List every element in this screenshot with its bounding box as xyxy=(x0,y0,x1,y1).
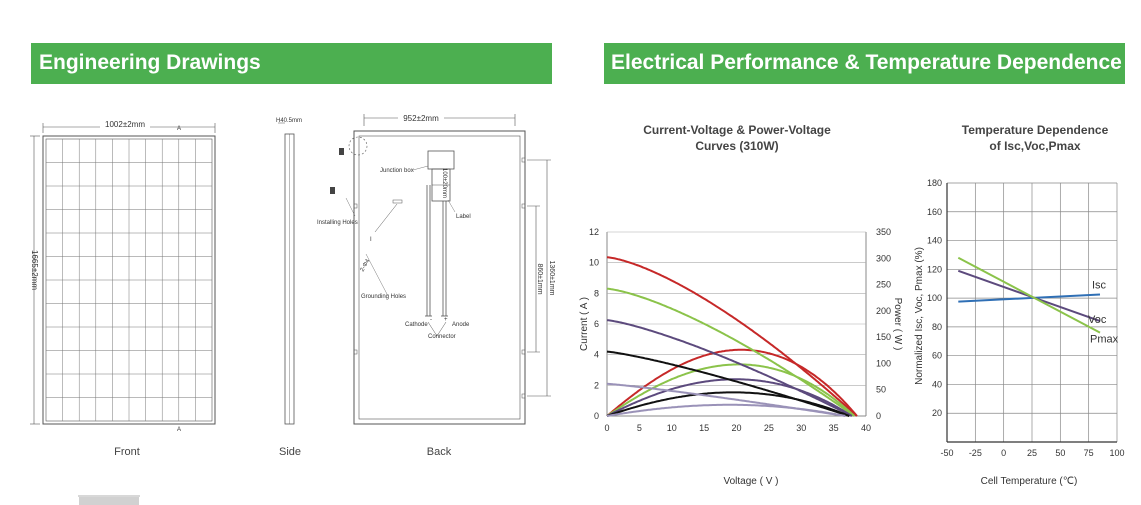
iv-y2-tick-label: 100 xyxy=(876,358,891,368)
plus-sign: + xyxy=(444,317,448,323)
iv-y2-tick-label: 300 xyxy=(876,253,891,263)
iv-y2-tick-label: 150 xyxy=(876,332,891,342)
iv-curve xyxy=(606,287,855,417)
temp-y-tick-label: 80 xyxy=(932,322,942,332)
temp-x-tick-label: 50 xyxy=(1055,448,1065,458)
iv-y-tick-label: 0 xyxy=(594,411,599,421)
iv-chart-y2label: Power ( W ) xyxy=(892,298,903,351)
iv-y-tick-label: 10 xyxy=(589,258,599,268)
iv-y-tick-label: 2 xyxy=(594,380,599,390)
iv-y2-tick-label: 350 xyxy=(876,227,891,237)
iv-x-tick-label: 15 xyxy=(699,423,709,433)
pv-curve xyxy=(606,403,846,417)
side-caption: Side xyxy=(279,446,301,458)
front-section-mark-top: A xyxy=(177,126,181,132)
temperature-dependence-chart: Temperature Dependence of Isc,Voc,Pmax 2… xyxy=(914,123,1125,487)
temp-series-label: Voc xyxy=(1088,314,1107,326)
iv-pv-chart: Current-Voltage & Power-Voltage Curves (… xyxy=(579,123,903,487)
iv-x-tick-label: 25 xyxy=(764,423,774,433)
temp-series-label: Isc xyxy=(1092,280,1107,292)
iv-y-tick-label: 12 xyxy=(589,227,599,237)
hole-diameter-dimension: 2-Φ4 xyxy=(360,258,372,273)
temp-y-tick-label: 180 xyxy=(927,178,942,188)
temp-x-tick-label: 25 xyxy=(1027,448,1037,458)
iv-x-tick-label: 0 xyxy=(604,423,609,433)
temp-y-tick-label: 40 xyxy=(932,379,942,389)
temp-y-tick-label: 140 xyxy=(927,236,942,246)
cathode-label: Cathode xyxy=(405,322,428,328)
iv-y2-tick-label: 50 xyxy=(876,385,886,395)
temp-x-tick-label: 100 xyxy=(1109,448,1124,458)
connector-label: Connector xyxy=(428,334,456,340)
electrical-performance-title: Electrical Performance & Temperature Dep… xyxy=(604,43,1125,84)
iv-y2-tick-label: 200 xyxy=(876,306,891,316)
iv-y-tick-label: 6 xyxy=(594,319,599,329)
detail-mark: I xyxy=(370,237,372,243)
junction-box-dimension: 100±20mm xyxy=(441,168,447,198)
back-inner-hole-dimension: 860±1mm xyxy=(536,263,543,294)
temp-chart-title-line-1: Temperature Dependence xyxy=(962,123,1109,137)
iv-y2-tick-label: 0 xyxy=(876,411,881,421)
engineering-drawings-title: Engineering Drawings xyxy=(31,43,552,84)
back-outer-hole-dimension: 1360±1mm xyxy=(548,261,555,296)
barcode-graphic xyxy=(78,495,140,505)
pv-curve xyxy=(606,348,858,417)
iv-x-tick-label: 40 xyxy=(861,423,871,433)
temp-y-tick-label: 120 xyxy=(927,264,942,274)
front-section-mark-bottom: A xyxy=(177,427,181,433)
front-width-dimension: 1002±2mm xyxy=(105,120,145,129)
front-height-dimension: 1665±2mm xyxy=(30,250,39,290)
iv-x-tick-label: 20 xyxy=(731,423,741,433)
side-thickness-dimension: H40.5mm xyxy=(276,118,302,124)
temp-y-tick-label: 20 xyxy=(932,408,942,418)
iv-y-tick-label: 8 xyxy=(594,288,599,298)
back-caption: Back xyxy=(427,446,452,458)
temp-chart-xlabel: Cell Temperature (℃) xyxy=(981,476,1078,487)
minus-sign: - xyxy=(430,317,432,323)
iv-x-tick-label: 10 xyxy=(667,423,677,433)
iv-x-tick-label: 35 xyxy=(829,423,839,433)
temp-y-tick-label: 60 xyxy=(932,351,942,361)
iv-y2-tick-label: 250 xyxy=(876,280,891,290)
iv-x-tick-label: 30 xyxy=(796,423,806,433)
iv-curve xyxy=(606,319,853,417)
installing-holes-label: Installing Holes xyxy=(317,220,358,226)
front-view-drawing xyxy=(30,123,216,425)
temp-series-label: Pmax xyxy=(1090,334,1119,346)
temp-x-tick-label: 75 xyxy=(1084,448,1094,458)
temp-x-tick-label: -50 xyxy=(940,448,953,458)
pv-curve xyxy=(606,363,855,417)
temp-series-line xyxy=(957,256,1101,334)
back-width-dimension: 952±2mm xyxy=(403,114,439,123)
iv-chart-title-line-1: Current-Voltage & Power-Voltage xyxy=(643,123,831,137)
anode-label: Anode xyxy=(452,322,470,328)
temp-series-line xyxy=(958,293,1101,303)
temp-chart-ylabel: Normalized Isc, Voc, Pmax (%) xyxy=(914,247,925,385)
grounding-holes-label: Grounding Holes xyxy=(361,294,406,300)
temp-chart-title-line-2: of Isc,Voc,Pmax xyxy=(989,139,1080,153)
temp-x-tick-label: 0 xyxy=(1001,448,1006,458)
pv-curve xyxy=(606,391,850,417)
junction-box-label: Junction box xyxy=(380,168,414,174)
temp-x-tick-label: -25 xyxy=(969,448,982,458)
temp-y-tick-label: 100 xyxy=(927,293,942,303)
iv-chart-title-line-2: Curves (310W) xyxy=(695,139,778,153)
side-view-drawing xyxy=(278,122,295,425)
iv-curve xyxy=(606,256,858,417)
iv-chart-xlabel: Voltage ( V ) xyxy=(723,476,778,487)
iv-chart-ylabel: Current ( A ) xyxy=(579,297,590,351)
iv-x-tick-label: 5 xyxy=(637,423,642,433)
temp-y-tick-label: 160 xyxy=(927,207,942,217)
label-tag: Label xyxy=(456,214,471,220)
front-caption: Front xyxy=(114,446,140,458)
iv-y-tick-label: 4 xyxy=(594,350,599,360)
